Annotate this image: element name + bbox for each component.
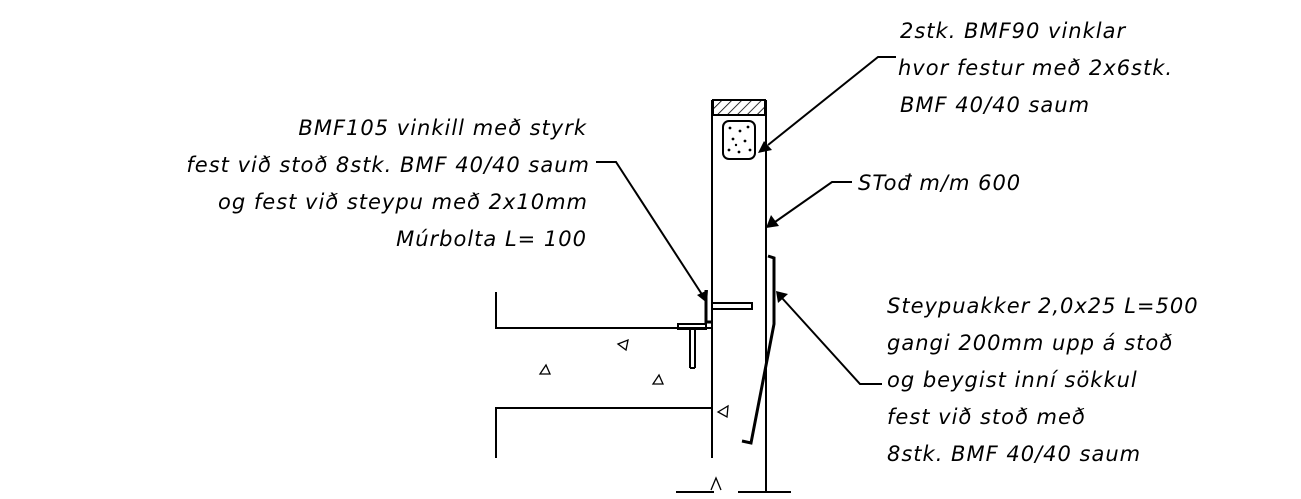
leader-lines (596, 56, 896, 385)
post-note: STođ m/m 600 (858, 171, 1021, 195)
concrete-foundation (495, 292, 791, 493)
angle-bracket-note-line-2: hvor festur með 2x6stk. (898, 56, 1173, 80)
strap-note: Steypuakker 2,0x25 L=500 gangi 200mm upp… (887, 294, 1199, 466)
strap-note-line-1: Steypuakker 2,0x25 L=500 (887, 294, 1199, 318)
insulation-block-outline (722, 120, 756, 160)
post-bracket-note-line-3: og fest við steypu með 2x10mm (218, 190, 588, 214)
insulation-dot (727, 148, 731, 152)
post-bracket-note-line-4: Múrbolta L= 100 (396, 227, 587, 251)
insulation-dot (743, 139, 747, 143)
insulation-dot (731, 137, 735, 141)
timber-post (711, 99, 767, 492)
aggregate-triangle (716, 404, 729, 419)
aggregate-triangle (616, 338, 629, 352)
strap-note-line-3: og beygist inní sökkul (887, 368, 1138, 392)
aggregate-triangle (710, 476, 722, 491)
post-leader (774, 181, 852, 223)
aggregate-triangle (538, 363, 552, 375)
insulation-block (722, 120, 756, 160)
steel-strap-anchor (741, 254, 776, 445)
strap-leader-arrow (776, 291, 788, 303)
post-top-hatch (712, 99, 766, 116)
foundation-top-outline (495, 292, 712, 329)
post-leader-arrow (766, 215, 779, 228)
post-bracket-note-line-2: fest við stoð 8stk. BMF 40/40 saum (186, 153, 590, 177)
anchor-bolt-head (677, 323, 707, 330)
insulation-dot (737, 150, 741, 154)
strap-note-line-4: fest við stoð með (887, 405, 1086, 429)
insulation-dot (746, 125, 750, 129)
post-bracket-note: BMF105 vinkill með styrk fest við stoð 8… (186, 116, 590, 251)
angle-bracket-leader (767, 56, 896, 146)
angle-bracket-note-line-1: 2stk. BMF90 vinklar (900, 19, 1126, 43)
foundation-step-outline (495, 407, 713, 458)
insulation-dot (748, 148, 752, 152)
strap-leader (781, 297, 882, 385)
post-bracket-leader-arrow (697, 290, 708, 303)
post-bracket-leader (596, 161, 704, 297)
angle-bracket-note: 2stk. BMF90 vinklar hvor festur með 2x6s… (898, 19, 1173, 117)
strap-note-line-5: 8stk. BMF 40/40 saum (887, 442, 1141, 466)
angle-bracket-leader-arrow (758, 141, 772, 153)
strap-note-line-2: gangi 200mm upp á stoð (887, 331, 1173, 355)
aggregate-triangle (651, 373, 665, 385)
insulation-dot (738, 129, 742, 133)
post-bracket-note-line-1: BMF105 vinkill með styrk (298, 116, 587, 140)
insulation-dot (728, 126, 732, 130)
angle-bracket-note-line-3: BMF 40/40 saum (900, 93, 1090, 117)
post-note-line-1: STođ m/m 600 (858, 171, 1021, 195)
bmf105-angle-bracket (677, 290, 753, 369)
strap-anchor (741, 254, 776, 445)
insulation-dot (734, 143, 738, 147)
